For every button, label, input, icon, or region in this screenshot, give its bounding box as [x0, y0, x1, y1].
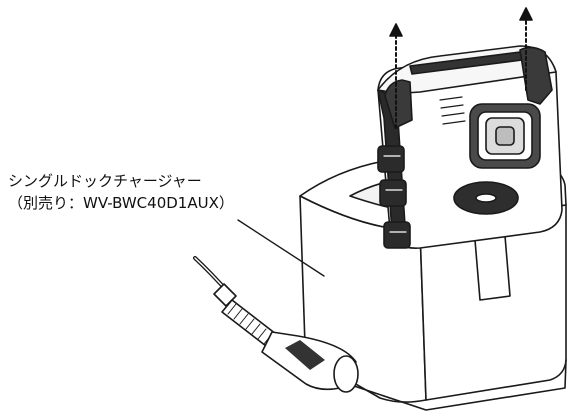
cable-plug-shade: [285, 340, 325, 370]
power-cable: [193, 256, 359, 393]
right-clip: [519, 46, 553, 105]
left-clip: [384, 79, 413, 129]
lift-arrow-left-head: [389, 23, 403, 37]
lens-center: [495, 126, 515, 146]
record-button-inner: [475, 193, 497, 203]
side-button-3: [383, 221, 411, 249]
callout-label-line2: （別売り：WV-BWC40D1AUX）: [8, 194, 234, 212]
lift-arrows: [395, 17, 527, 129]
cable-plug-end: [333, 355, 359, 393]
side-button-1: [377, 145, 405, 173]
front-vents: [439, 96, 466, 125]
callout-leader: [237, 219, 325, 277]
body-camera: [377, 45, 563, 249]
callout-label-line1: シングルドックチャージャー: [8, 172, 202, 190]
lift-arrow-right-head: [519, 7, 533, 21]
dock-front-groove: [474, 235, 511, 301]
side-button-2: [379, 179, 407, 207]
